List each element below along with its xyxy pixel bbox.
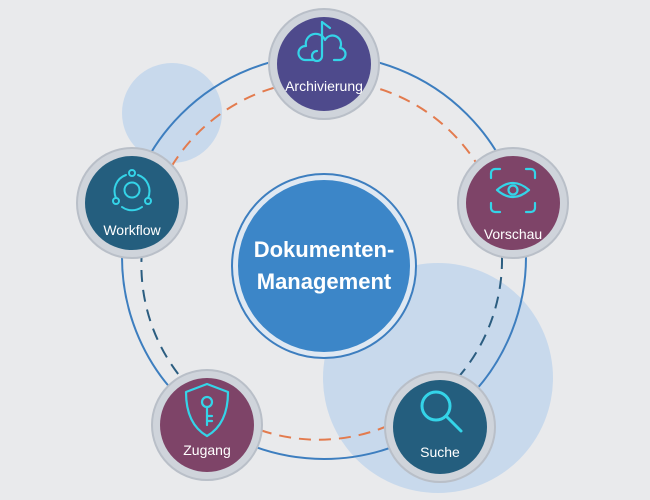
cloud-music-icon	[297, 20, 347, 63]
shield-key-icon	[184, 382, 230, 438]
bubble-decoration-small	[122, 63, 222, 163]
node-label-zugang: Zugang	[183, 442, 230, 458]
node-suche[interactable]: Suche	[384, 371, 496, 483]
node-label-vorschau: Vorschau	[484, 226, 542, 242]
center-hub: Dokumenten- Management	[231, 173, 417, 359]
node-label-suche: Suche	[420, 444, 460, 460]
node-label-archivierung: Archivierung	[285, 78, 363, 94]
dashed-connector-right	[423, 256, 504, 409]
eye-scan-icon	[489, 167, 537, 214]
center-title-line2: Management	[257, 269, 392, 294]
center-title-line1: Dokumenten-	[254, 237, 395, 262]
orbit-icon	[112, 169, 152, 212]
node-zugang[interactable]: Zugang	[151, 369, 263, 481]
magnifier-icon	[420, 390, 463, 433]
dashed-connector-bottom	[259, 423, 393, 441]
node-vorschau[interactable]: Vorschau	[457, 147, 569, 259]
node-label-workflow: Workflow	[103, 222, 161, 238]
node-archivierung[interactable]: Archivierung	[268, 8, 380, 120]
node-workflow[interactable]: Workflow	[76, 147, 188, 259]
dashed-connector-left	[140, 249, 191, 389]
